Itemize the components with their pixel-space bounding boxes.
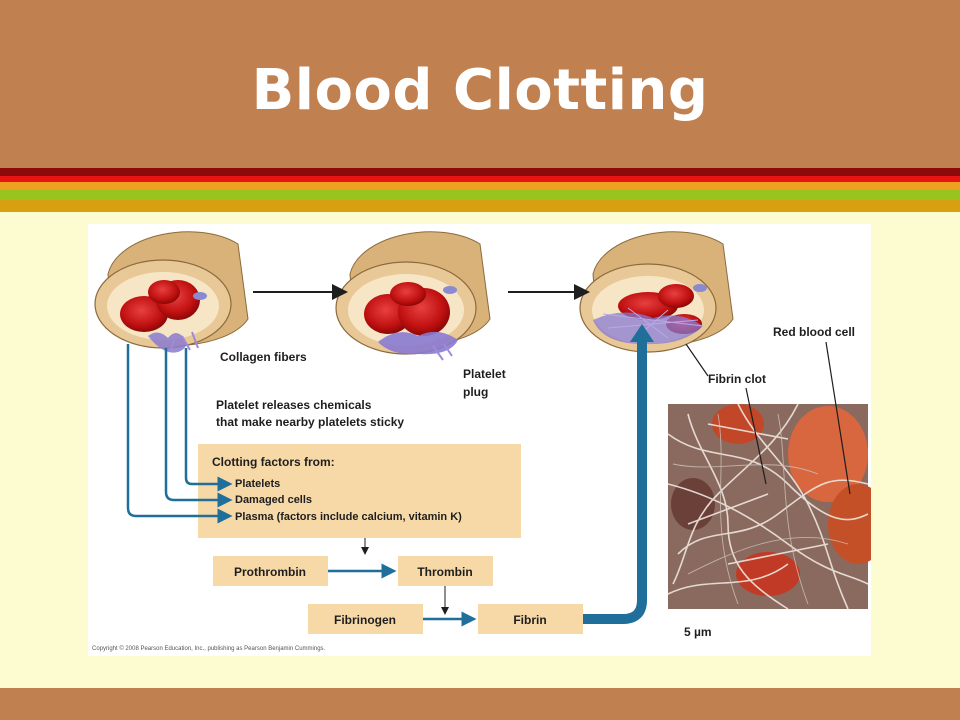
label-platelet-releases-1: Platelet releases chemicals	[216, 398, 372, 412]
vessel-damaged	[94, 231, 249, 353]
label-platelet: Platelet	[463, 367, 506, 381]
blood-clotting-diagram: Collagen fibers Platelet plug Red blood …	[88, 224, 871, 656]
prothrombin-box	[213, 556, 328, 586]
factor-plasma: Plasma (factors include calcium, vitamin…	[235, 511, 462, 523]
fibrin-box	[478, 604, 583, 634]
factor-platelets: Platelets	[235, 478, 280, 490]
vessel-platelet-plug	[335, 231, 491, 361]
pointer-red-blood-cell	[825, 341, 851, 495]
thrombin-box	[398, 556, 493, 586]
clotting-factors-box	[198, 444, 521, 538]
label-fibrin-clot: Fibrin clot	[708, 372, 766, 386]
stripe-green	[0, 190, 960, 200]
fibrinogen-label: Fibrinogen	[334, 613, 396, 627]
factor-feed-arrows	[126, 344, 233, 524]
factor-damaged-cells: Damaged cells	[235, 494, 312, 506]
stripe-red	[0, 176, 960, 182]
label-platelet-releases-2: that make nearby platelets sticky	[216, 415, 404, 429]
copyright-text: Copyright © 2008 Pearson Education, Inc.…	[92, 645, 326, 652]
label-plug: plug	[463, 385, 488, 399]
label-red-blood-cell: Red blood cell	[773, 325, 855, 339]
pointer-fibrin-clot	[685, 343, 709, 377]
slide-title: Blood Clotting	[251, 58, 709, 123]
prothrombin-label: Prothrombin	[234, 565, 306, 579]
scale-label: 5 µm	[684, 625, 712, 639]
fibrin-label: Fibrin	[513, 613, 546, 627]
footer-bar	[0, 688, 960, 720]
pointer-fibrin-to-micrograph	[745, 387, 767, 485]
stripe-orange	[0, 182, 960, 190]
title-bar: Blood Clotting	[0, 0, 960, 168]
stripe-dark-red	[0, 168, 960, 176]
factors-heading: Clotting factors from:	[212, 455, 335, 469]
arrow-fibrin-to-clot	[583, 340, 647, 624]
stripe-gold	[0, 200, 960, 212]
vessel-fibrin-clot	[579, 231, 734, 353]
label-collagen-fibers: Collagen fibers	[220, 350, 307, 364]
thrombin-label: Thrombin	[417, 565, 472, 579]
fibrinogen-box	[308, 604, 423, 634]
arrow-fibrin-to-clot-head	[630, 324, 654, 342]
